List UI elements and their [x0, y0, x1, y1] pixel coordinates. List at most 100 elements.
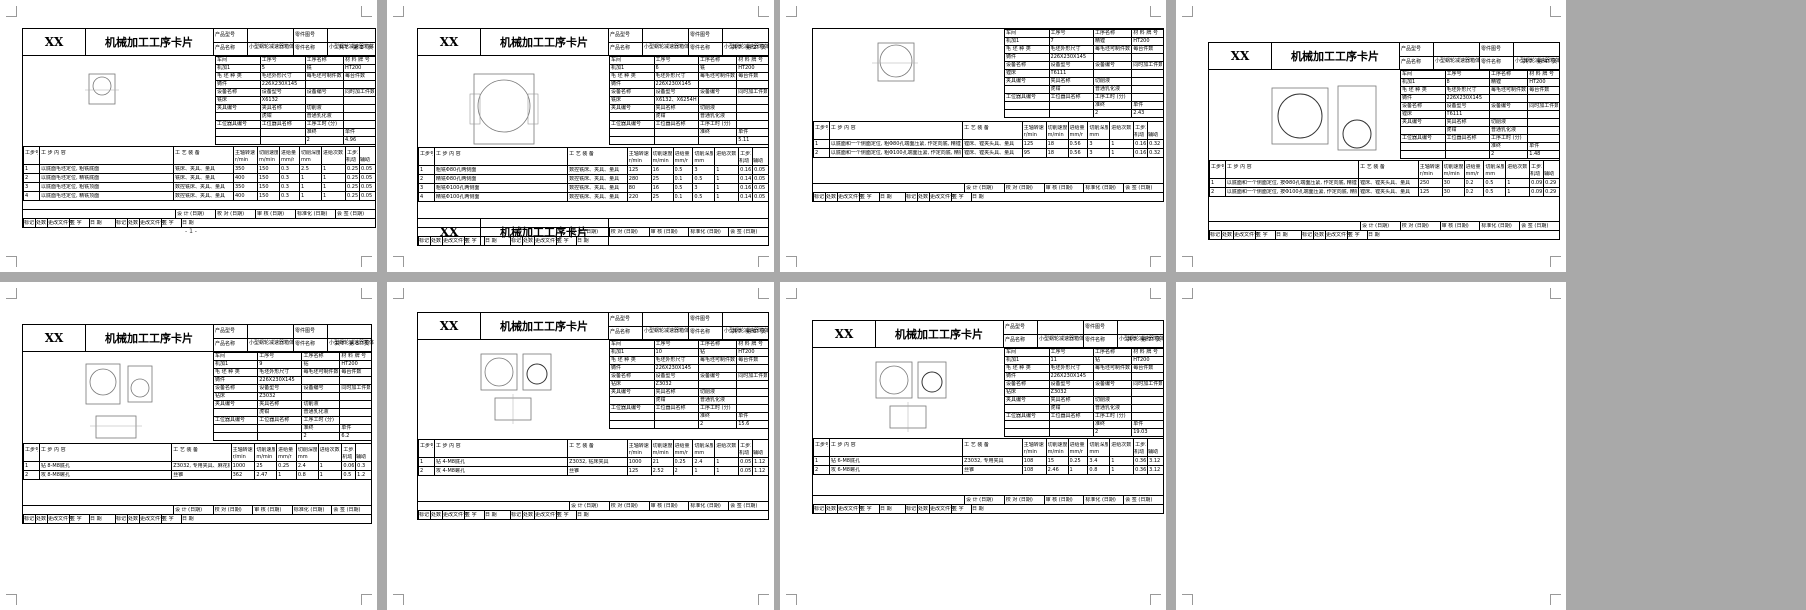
label-aux-time: 辅助 — [360, 157, 371, 163]
info-cell: 每毛坯可制件数 — [700, 73, 736, 79]
sign-label: 设 计 (日期) — [1362, 223, 1390, 229]
step-cell-f: 0.3 — [281, 184, 289, 190]
step-cell-equip: 数控铣床、夹具、量具 — [569, 194, 620, 200]
info-cell: 材 料 牌 号 — [1133, 30, 1158, 36]
step-cell-tm: 0.16 — [1135, 141, 1147, 147]
info-cell: X6132、X6254H — [655, 97, 697, 103]
column-header: 主轴转速 — [628, 151, 649, 157]
step-cell-i: 1 — [716, 167, 720, 173]
revision-label: 标记 — [116, 516, 127, 522]
step-cell-content: 攻 6-M8螺孔 — [830, 467, 860, 473]
info-cell: 材 料 牌 号 — [345, 57, 370, 63]
info-cell: HT200 — [1529, 79, 1546, 85]
info-cell: 夹具编号 — [215, 401, 236, 407]
info-cell: 每台件数 — [1529, 87, 1550, 93]
column-header: 切削速度 — [1443, 164, 1463, 170]
info-cell: 切削液 — [700, 389, 716, 395]
label-part-no: 零件图号 — [690, 32, 711, 38]
step-cell-f: 0.2 — [1465, 189, 1474, 195]
info-cell: 普通乳化液 — [1095, 86, 1121, 92]
column-header: 工步工时 — [740, 151, 751, 157]
sign-label: 会 签 (日期) — [1125, 497, 1153, 503]
info-cell: 夹具名称 — [655, 105, 676, 111]
revision-label: 标记 — [24, 516, 35, 522]
column-header: 工步号 — [420, 151, 433, 157]
part-name-value: 小型蜗轮减速器箱体 — [329, 340, 375, 346]
step-cell-v: 30 — [1443, 180, 1451, 186]
info-cell: 11 — [1050, 357, 1057, 363]
unit-label: r/min — [235, 157, 249, 163]
step-cell-n: 125 — [1419, 189, 1430, 195]
info-cell: 同时加工件数 — [1529, 103, 1558, 109]
unit-label: r/min — [628, 450, 642, 456]
info-cell: Z3032 — [259, 393, 276, 399]
crop-mark — [393, 6, 404, 17]
column-header: 切削深度 — [297, 447, 317, 453]
unit-label: r/min — [628, 158, 642, 164]
step-cell-no: 1 — [25, 463, 29, 469]
revision-label: 日 期 — [485, 238, 497, 244]
step-cell-v: 25 — [652, 176, 660, 182]
label-sheet-total: 共 — [1127, 337, 1133, 343]
label-machine-time: 机动 — [1134, 132, 1145, 138]
column-header: 主轴转速 — [1023, 442, 1044, 448]
info-cell: 车间 — [611, 57, 622, 63]
unit-label: mm/r — [278, 454, 292, 460]
step-cell-no: 4 — [25, 193, 29, 199]
info-cell: 毛坯外形尺寸 — [261, 73, 292, 79]
info-cell: 2 — [1491, 151, 1495, 157]
part-sketch — [464, 64, 544, 154]
step-cell-ap: 0.5 — [1485, 180, 1494, 186]
sign-label: 标准化 (日期) — [297, 211, 328, 217]
label-product-name: 产品名称 — [610, 329, 631, 335]
label-part-no: 零件图号 — [1085, 324, 1106, 330]
info-cell: 单件 — [738, 129, 749, 135]
revision-label: 处数 — [431, 512, 442, 518]
step-cell-ap: 1 — [301, 184, 305, 190]
product-name-value: 小型蜗轮减速器箱体 — [644, 44, 690, 50]
sign-label: 校 对 (日期) — [1005, 185, 1033, 191]
label-machine-time: 机动 — [1134, 449, 1145, 455]
sheet-total: 7 — [1529, 59, 1533, 65]
crop-mark — [361, 288, 372, 299]
unit-label: r/min — [1023, 449, 1037, 455]
info-cell: 工序名称 — [1491, 71, 1512, 77]
column-header: 工 艺 装 备 — [173, 447, 199, 453]
label-sheet-total: 共 — [732, 45, 738, 51]
info-cell: 切削液 — [303, 401, 319, 407]
step-cell-v: 21 — [652, 459, 660, 465]
step-cell-i: 1 — [323, 175, 327, 181]
step-cell-no: 1 — [420, 459, 424, 465]
info-cell: 铸件 — [611, 365, 622, 371]
step-cell-ta: 0.05 — [754, 194, 765, 200]
step-cell-v: 16 — [652, 185, 660, 191]
info-cell: 工位器具编号 — [611, 121, 642, 127]
step-cell-ap: 2.4 — [297, 463, 306, 469]
info-cell: 镗床 — [1006, 70, 1017, 76]
step-cell-ap: 3 — [1089, 141, 1093, 147]
info-cell: 毛 坯 种 类 — [217, 73, 242, 79]
unit-label: m/min — [256, 454, 273, 460]
info-cell: 1.48 — [1529, 151, 1541, 157]
label-sheet-of: 页 — [1156, 337, 1162, 343]
step-cell-equip: 铣床、夹具、量具 — [175, 175, 216, 181]
step-cell-i: 1 — [716, 176, 720, 182]
unit-label: mm — [694, 158, 705, 164]
revision-label: 签 字 — [557, 238, 569, 244]
revision-label: 处数 — [36, 516, 47, 522]
revision-label: 更改文件号 — [48, 516, 74, 522]
step-cell-ta: 0.05 — [361, 166, 373, 172]
info-cell: 工位器具名称 — [1446, 135, 1477, 141]
revision-label: 签 字 — [162, 516, 174, 522]
revision-label: 处数 — [918, 506, 929, 512]
info-cell: T6111 — [1050, 70, 1067, 76]
column-header: 工 艺 装 备 — [964, 442, 989, 448]
info-cell: 夹具编号 — [611, 105, 632, 111]
info-cell: 材 料 牌 号 — [341, 353, 367, 359]
revision-label: 签 字 — [465, 238, 477, 244]
step-cell-v: 2.46 — [1047, 467, 1059, 473]
step-cell-no: 2 — [25, 472, 29, 478]
info-cell: 切削液 — [1095, 397, 1111, 403]
info-cell: 夹具编号 — [1006, 397, 1027, 403]
